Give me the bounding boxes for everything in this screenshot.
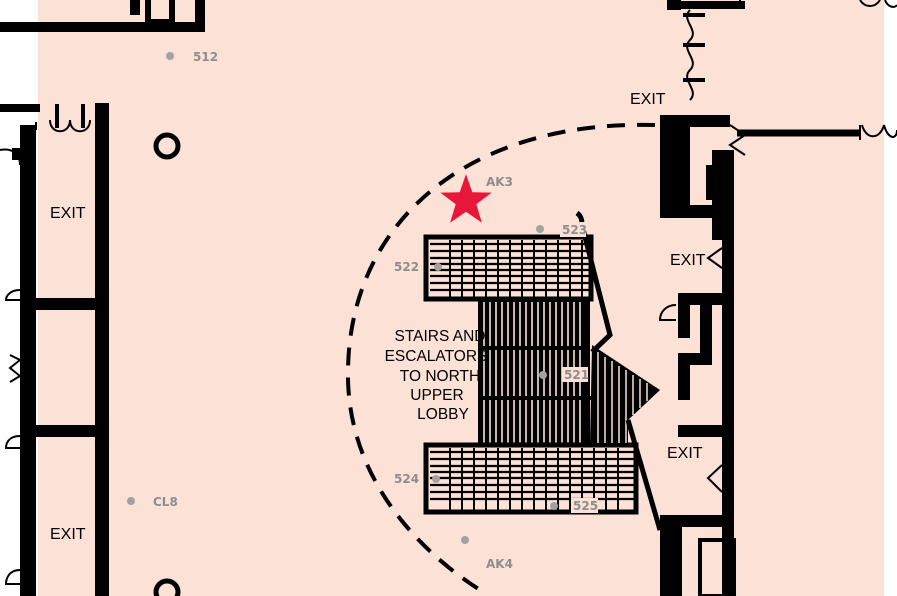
stairs-label-line2: ESCALATORS: [385, 348, 488, 365]
zone-boundary: [345, 122, 656, 592]
point-ak4-dot: [461, 536, 469, 544]
left-wing-walls: [0, 103, 109, 596]
column: [153, 578, 181, 596]
point-522-dot: [434, 263, 442, 271]
point-512-dot: [166, 52, 174, 60]
point-cl8-dot: [127, 497, 135, 505]
star-icon[interactable]: [440, 174, 492, 223]
stairs-label-line1: STAIRS AND: [394, 328, 485, 345]
label-bg-525: [571, 498, 598, 513]
stairs-escalators: [423, 210, 663, 531]
point-label-cl8: CL8: [153, 495, 178, 509]
stairs-label-line5: LOBBY: [417, 406, 469, 423]
marker-label: AK3: [486, 175, 513, 189]
point-label-512: 512: [193, 50, 218, 64]
right-wing-walls: [658, 0, 897, 596]
point-524-dot: [432, 475, 440, 483]
column: [153, 132, 181, 160]
point-label-521: 521: [564, 368, 589, 382]
point-label-524: 524: [394, 472, 419, 486]
exit-label-right-upper: EXIT: [670, 252, 706, 269]
stairs-edge: [478, 300, 482, 445]
stairs-label: STAIRS AND ESCALATORS TO NORTH UPPER LOB…: [385, 325, 488, 423]
exit-label-right-lower: EXIT: [667, 445, 703, 462]
point-523-dot: [536, 225, 544, 233]
point-label-522: 522: [394, 260, 419, 274]
top-left-walls: [0, 0, 205, 32]
point-521-dot: [539, 371, 547, 379]
label-bg-521: [562, 367, 588, 382]
label-bg-523: [560, 222, 586, 237]
exit-label-left-lower: EXIT: [50, 526, 86, 543]
stairs-label-line4: UPPER: [410, 387, 463, 404]
point-525-dot: [550, 502, 558, 510]
point-label-525: 525: [573, 499, 598, 513]
stairs-label-line3: TO NORTH: [400, 368, 480, 385]
exit-label-left-upper: EXIT: [50, 205, 86, 222]
point-label-ak4: AK4: [486, 557, 513, 571]
point-label-523: 523: [562, 223, 587, 237]
exit-label-top-center: EXIT: [630, 91, 666, 108]
